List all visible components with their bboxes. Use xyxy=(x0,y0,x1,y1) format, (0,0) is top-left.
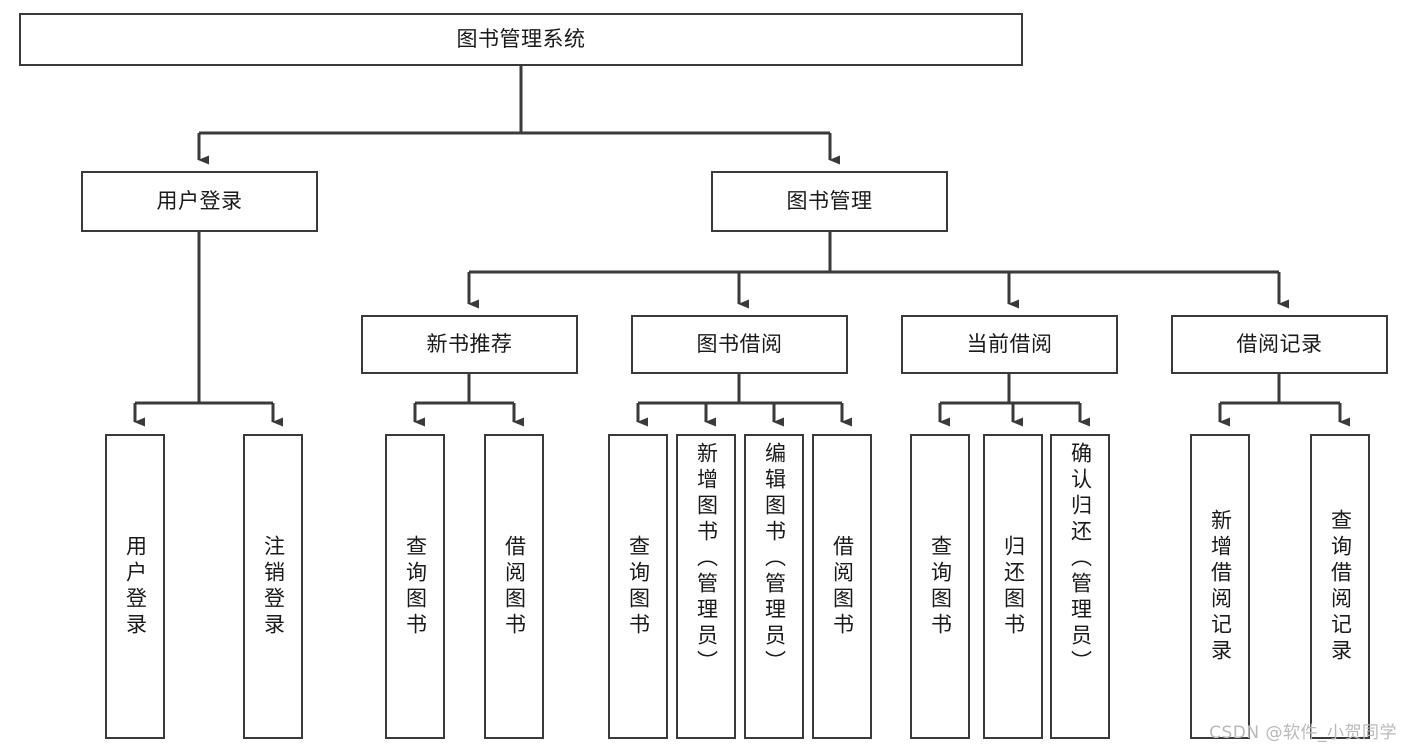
node-user-login-label: 用户登录 xyxy=(156,188,243,213)
node-leaf[interactable]: 确认归还（管理员） xyxy=(1050,434,1110,739)
node-book-borrow-label: 图书借阅 xyxy=(696,331,783,356)
node-leaf[interactable]: 新增图书（管理员） xyxy=(676,434,736,739)
book-manage-to-level3-connectors xyxy=(467,232,1289,309)
node-leaf[interactable]: 查询图书 xyxy=(385,434,445,739)
node-root-system[interactable]: 图书管理系统 xyxy=(19,13,1023,66)
node-leaf[interactable]: 查询图书 xyxy=(608,434,668,739)
node-borrow-record-label: 借阅记录 xyxy=(1236,331,1323,356)
node-book-management-label: 图书管理 xyxy=(786,188,873,213)
node-current-borrow[interactable]: 当前借阅 xyxy=(901,315,1118,374)
node-leaf-label: 新增图书（管理员） xyxy=(694,442,719,676)
node-leaf-label: 查询图书 xyxy=(403,534,428,639)
node-borrow-record[interactable]: 借阅记录 xyxy=(1171,315,1388,374)
node-leaf[interactable]: 查询借阅记录 xyxy=(1310,434,1370,739)
new-book-to-leaves-connectors xyxy=(413,374,524,427)
node-leaf-label: 归还图书 xyxy=(1001,534,1026,639)
watermark-text: CSDN @软件_小贺同学 xyxy=(1209,723,1397,743)
node-book-borrow[interactable]: 图书借阅 xyxy=(631,315,848,374)
node-leaf-label: 借阅图书 xyxy=(830,534,855,639)
node-root-label: 图书管理系统 xyxy=(456,26,586,51)
node-leaf[interactable]: 借阅图书 xyxy=(484,434,544,739)
node-leaf-label: 查询借阅记录 xyxy=(1328,508,1353,665)
borrow-book-to-leaves-connectors xyxy=(636,374,852,427)
current-borrow-to-leaves-connectors xyxy=(938,374,1090,427)
node-leaf[interactable]: 归还图书 xyxy=(983,434,1043,739)
node-leaf[interactable]: 用户登录 xyxy=(105,434,165,739)
node-leaf-label: 借阅图书 xyxy=(502,534,527,639)
node-leaf-label: 查询图书 xyxy=(928,534,953,639)
node-user-login[interactable]: 用户登录 xyxy=(81,171,318,232)
root-to-level2-connectors xyxy=(197,66,840,165)
node-current-borrow-label: 当前借阅 xyxy=(966,331,1053,356)
borrow-record-to-leaves-connectors xyxy=(1218,374,1350,427)
node-leaf[interactable]: 借阅图书 xyxy=(812,434,872,739)
user-login-to-leaves-connectors xyxy=(133,232,283,427)
node-new-book-recommend[interactable]: 新书推荐 xyxy=(361,315,578,374)
node-leaf-label: 用户登录 xyxy=(123,534,148,639)
node-leaf-label: 确认归还（管理员） xyxy=(1068,442,1093,676)
node-leaf-label: 注销登录 xyxy=(261,534,286,639)
node-new-book-recommend-label: 新书推荐 xyxy=(426,331,513,356)
node-leaf[interactable]: 查询图书 xyxy=(910,434,970,739)
node-leaf-label: 编辑图书（管理员） xyxy=(762,442,787,676)
node-leaf[interactable]: 注销登录 xyxy=(243,434,303,739)
node-leaf[interactable]: 新增借阅记录 xyxy=(1190,434,1250,739)
node-leaf-label: 新增借阅记录 xyxy=(1208,508,1233,665)
node-leaf-label: 查询图书 xyxy=(626,534,651,639)
node-book-management[interactable]: 图书管理 xyxy=(711,171,948,232)
node-leaf[interactable]: 编辑图书（管理员） xyxy=(744,434,804,739)
